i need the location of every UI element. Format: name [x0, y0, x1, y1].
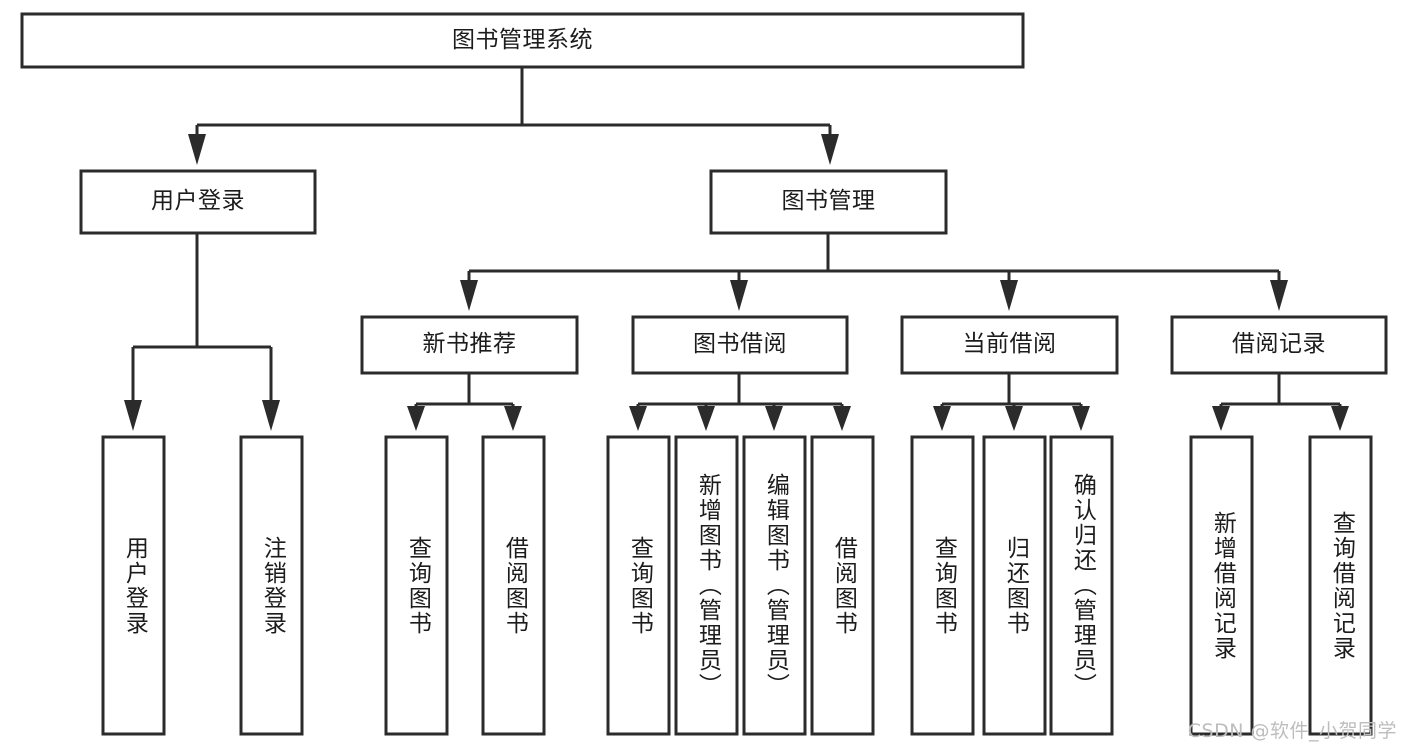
node-box-leaf-borrow-3[interactable]	[742, 435, 807, 736]
node-box-leaf-borrow-1[interactable]	[606, 435, 671, 736]
node-box-root[interactable]	[20, 12, 1025, 69]
node-box-borrow-record[interactable]	[1170, 315, 1388, 375]
connector-record-to-leaves	[1212, 373, 1349, 431]
watermark-text: CSDN @软件_小贺同学	[1187, 720, 1397, 742]
node-box-user-login[interactable]	[79, 169, 317, 235]
node-box-leaf-current-3[interactable]	[1049, 435, 1114, 736]
connector-book-management-to-level3	[460, 233, 1288, 311]
node-box-leaf-current-1[interactable]	[910, 435, 975, 736]
node-box-leaf-borrow-4[interactable]	[810, 435, 875, 736]
node-box-book-borrow[interactable]	[631, 315, 849, 375]
connector-recommend-to-leaves	[407, 373, 522, 431]
connector-user-login-to-leaves	[124, 233, 280, 431]
node-box-leaf-current-2[interactable]	[982, 435, 1047, 736]
connector-root-to-level2	[188, 67, 839, 165]
node-box-new-book-recommend[interactable]	[360, 315, 579, 375]
connector-current-to-leaves	[933, 373, 1090, 431]
connector-borrow-to-leaves	[629, 373, 851, 431]
node-box-book-management[interactable]	[709, 169, 948, 235]
node-box-leaf-recommend-1[interactable]	[384, 435, 449, 736]
node-box-current-borrow[interactable]	[900, 315, 1119, 375]
node-box-leaf-user-login-1[interactable]	[101, 435, 166, 736]
node-box-leaf-record-1[interactable]	[1189, 435, 1254, 736]
node-box-leaf-record-2[interactable]	[1308, 435, 1373, 736]
node-box-leaf-recommend-2[interactable]	[481, 435, 546, 736]
node-box-leaf-borrow-2[interactable]	[674, 435, 739, 736]
node-box-leaf-user-login-2[interactable]	[239, 435, 304, 736]
